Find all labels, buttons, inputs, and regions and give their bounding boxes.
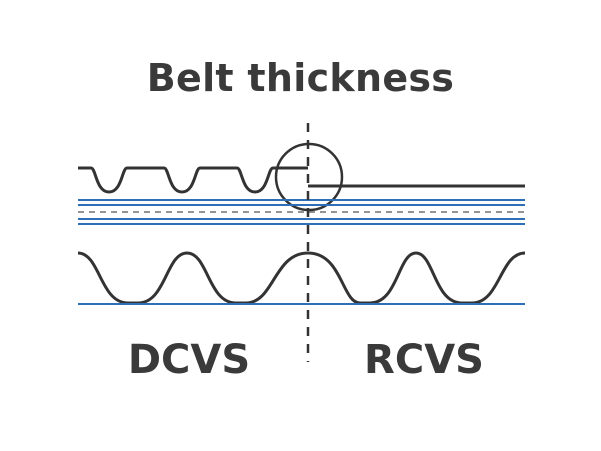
- upper-tooth-profile: [78, 166, 308, 194]
- label-rcvs: RCVS: [364, 337, 484, 383]
- diagram-title: Belt thickness: [146, 56, 455, 100]
- label-dcvs: DCVS: [127, 337, 251, 383]
- lower-wave-profile: [77, 251, 526, 305]
